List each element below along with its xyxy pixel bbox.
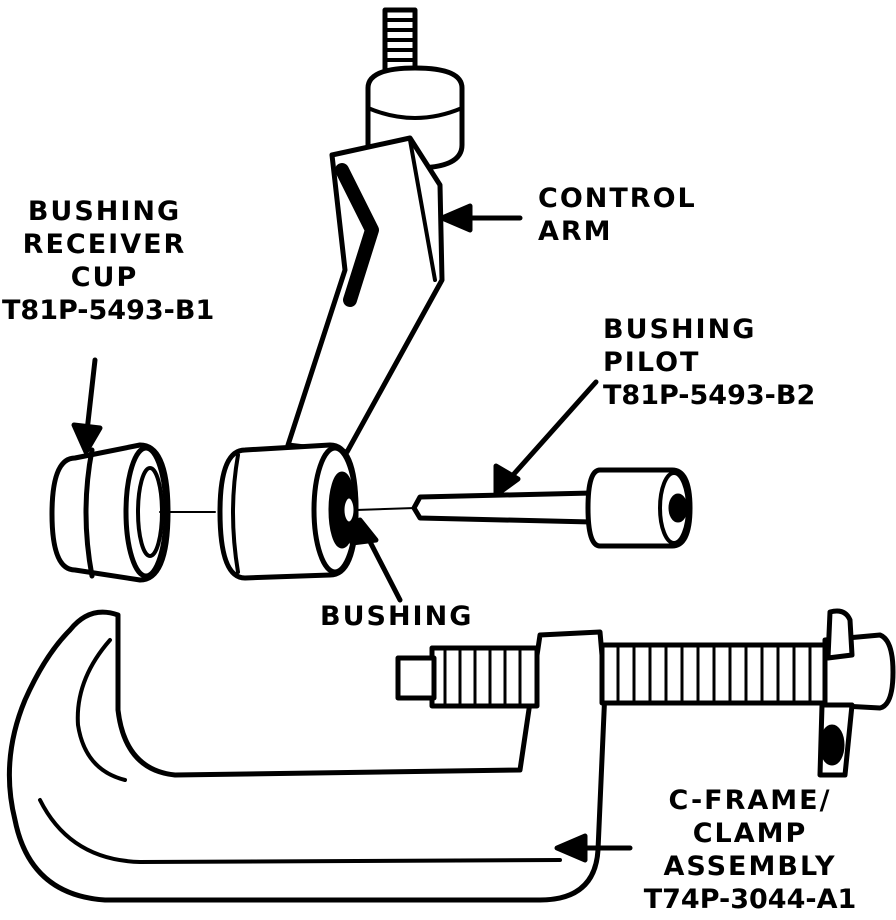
c-frame-part-number: T74P-3044-A1 — [643, 884, 857, 915]
receiver-cup-part-number: T81P-5493-B1 — [2, 295, 215, 326]
c-frame-label: C-FRAME/ CLAMP ASSEMBLY T74P-3044-A1 — [630, 784, 870, 916]
receiver-cup-label: BUSHING RECEIVER CUP T81P-5493-B1 — [2, 195, 215, 327]
control-arm-label: CONTROL ARM — [538, 182, 697, 248]
leader-arrows — [71, 203, 633, 863]
control-arm-line-2: ARM — [538, 216, 613, 247]
c-frame-clamp — [6, 608, 896, 903]
control-arm — [217, 7, 465, 581]
bushing-pilot-part-number: T81P-5493-B2 — [603, 380, 816, 411]
bushing-text: BUSHING — [320, 601, 474, 632]
receiver-cup-line-1: BUSHING — [27, 196, 182, 227]
receiver-cup-line-3: CUP — [70, 262, 139, 293]
bushing-pilot-line-1: BUSHING — [603, 314, 757, 345]
c-frame-line-3: ASSEMBLY — [663, 851, 837, 882]
c-frame-line-1: C-FRAME/ — [668, 785, 832, 816]
bushing-pilot-line-2: PILOT — [603, 347, 701, 378]
bushing-pilot — [411, 467, 693, 549]
bushing-pilot-label: BUSHING PILOT T81P-5493-B2 — [603, 313, 815, 412]
bushing-receiver-cup — [49, 442, 171, 583]
bushing-label: BUSHING — [320, 600, 473, 633]
c-frame-line-2: CLAMP — [692, 818, 808, 849]
control-arm-line-1: CONTROL — [538, 183, 697, 214]
receiver-cup-line-2: RECEIVER — [22, 229, 187, 260]
